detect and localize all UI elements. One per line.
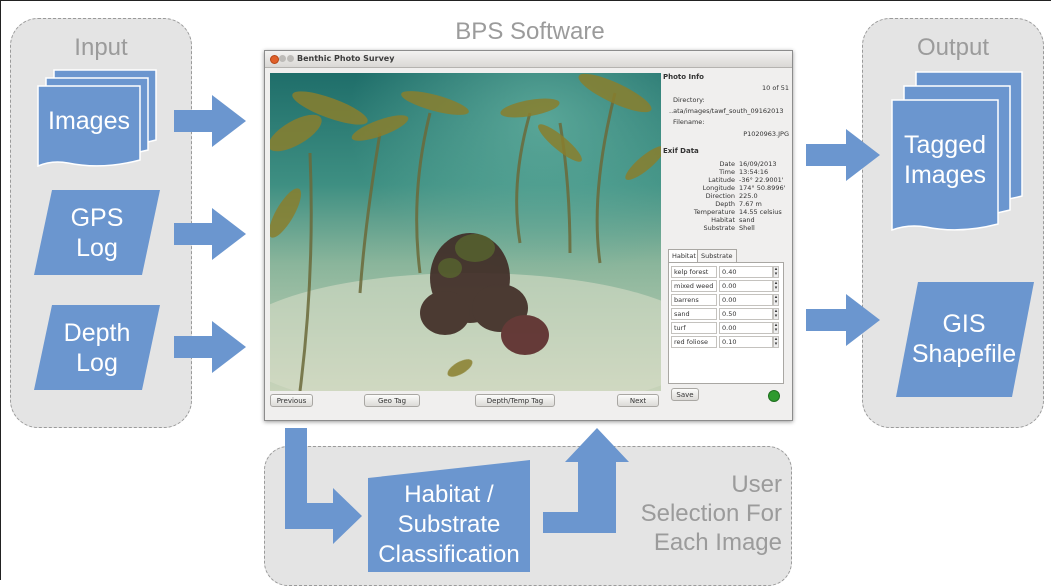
survey-photo-image xyxy=(270,73,661,391)
arrow-tagged xyxy=(806,129,880,181)
user-selection-label: User Selection For Each Image xyxy=(640,471,782,556)
window-titlebar[interactable]: Benthic Photo Survey xyxy=(265,51,792,68)
directory-value: ..ata/images/tawf_south_09162013 xyxy=(669,107,784,115)
directory-label: Directory: xyxy=(673,96,705,104)
photo-counter: 10 of 51 xyxy=(762,84,789,92)
minimize-window-icon[interactable] xyxy=(279,55,286,62)
habitat-value-input[interactable]: 0.40 xyxy=(719,266,773,278)
table-row: kelp forest 0.40 ▴▾ xyxy=(671,266,781,278)
close-window-icon[interactable] xyxy=(270,55,279,64)
classification-label: Habitat / Substrate Classification xyxy=(378,481,520,568)
tagged-images-label: Tagged Images xyxy=(903,131,987,189)
table-row: turf 0.00 ▴▾ xyxy=(671,322,781,334)
habitat-name: turf xyxy=(671,322,717,334)
app-window: Benthic Photo Survey xyxy=(264,50,793,421)
exif-heading: Exif Data xyxy=(663,147,699,155)
spinner-icon[interactable]: ▴▾ xyxy=(773,322,779,334)
table-row: sand 0.50 ▴▾ xyxy=(671,308,781,320)
window-title: Benthic Photo Survey xyxy=(297,54,395,63)
habitat-table: kelp forest 0.40 ▴▾ mixed weed 0.00 ▴▾ b… xyxy=(668,262,784,384)
arrow-depth xyxy=(174,321,246,373)
previous-button[interactable]: Previous xyxy=(270,394,313,407)
habitat-value-input[interactable]: 0.00 xyxy=(719,294,773,306)
depth-temp-tag-button[interactable]: Depth/Temp Tag xyxy=(475,394,555,407)
habitat-name: barrens xyxy=(671,294,717,306)
save-button[interactable]: Save xyxy=(671,388,699,401)
arrow-gps xyxy=(174,208,246,260)
geo-tag-button[interactable]: Geo Tag xyxy=(364,394,420,407)
diagram-title: BPS Software xyxy=(455,18,605,45)
input-panel-title: Input xyxy=(74,34,128,61)
tab-substrate[interactable]: Substrate xyxy=(697,249,737,262)
images-document-stack xyxy=(37,69,157,168)
spinner-icon[interactable]: ▴▾ xyxy=(773,280,779,292)
habitat-name: mixed weed xyxy=(671,280,717,292)
status-indicator-icon xyxy=(768,390,780,402)
filename-label: Filename: xyxy=(673,118,705,126)
arrow-to-window xyxy=(543,428,629,533)
output-panel-title: Output xyxy=(916,34,990,61)
habitat-value-input[interactable]: 0.10 xyxy=(719,336,773,348)
habitat-value-input[interactable]: 0.00 xyxy=(719,322,773,334)
habitat-name: kelp forest xyxy=(671,266,717,278)
tab-habitat[interactable]: Habitat xyxy=(668,249,700,262)
survey-photo xyxy=(270,73,661,391)
images-label: Images xyxy=(48,107,130,135)
spinner-icon[interactable]: ▴▾ xyxy=(773,266,779,278)
photo-info-heading: Photo Info xyxy=(663,73,704,81)
depth-log-label: Depth Log xyxy=(63,319,131,377)
habitat-value-input[interactable]: 0.50 xyxy=(719,308,773,320)
spinner-icon[interactable]: ▴▾ xyxy=(773,308,779,320)
gps-log-shape xyxy=(34,190,160,275)
habitat-name: sand xyxy=(671,308,717,320)
spinner-icon[interactable]: ▴▾ xyxy=(773,336,779,348)
filename-value: P1020963.JPG xyxy=(743,130,789,138)
habitat-value-input[interactable]: 0.00 xyxy=(719,280,773,292)
arrow-images xyxy=(174,95,246,147)
arrow-to-classification xyxy=(285,428,362,544)
gis-shapefile-label: GIS Shapefile xyxy=(911,310,1017,368)
arrow-gis xyxy=(806,294,880,346)
table-row: barrens 0.00 ▴▾ xyxy=(671,294,781,306)
depth-log-shape xyxy=(34,305,160,390)
classification-shape xyxy=(368,460,530,572)
habitat-name: red foliose xyxy=(671,336,717,348)
table-row: mixed weed 0.00 ▴▾ xyxy=(671,280,781,292)
tagged-images-document-stack xyxy=(891,71,1023,232)
table-row: red foliose 0.10 ▴▾ xyxy=(671,336,781,348)
gps-log-label: GPS Log xyxy=(70,204,124,262)
gis-shapefile-shape xyxy=(896,282,1034,397)
maximize-window-icon[interactable] xyxy=(287,55,294,62)
next-button[interactable]: Next xyxy=(617,394,659,407)
spinner-icon[interactable]: ▴▾ xyxy=(773,294,779,306)
